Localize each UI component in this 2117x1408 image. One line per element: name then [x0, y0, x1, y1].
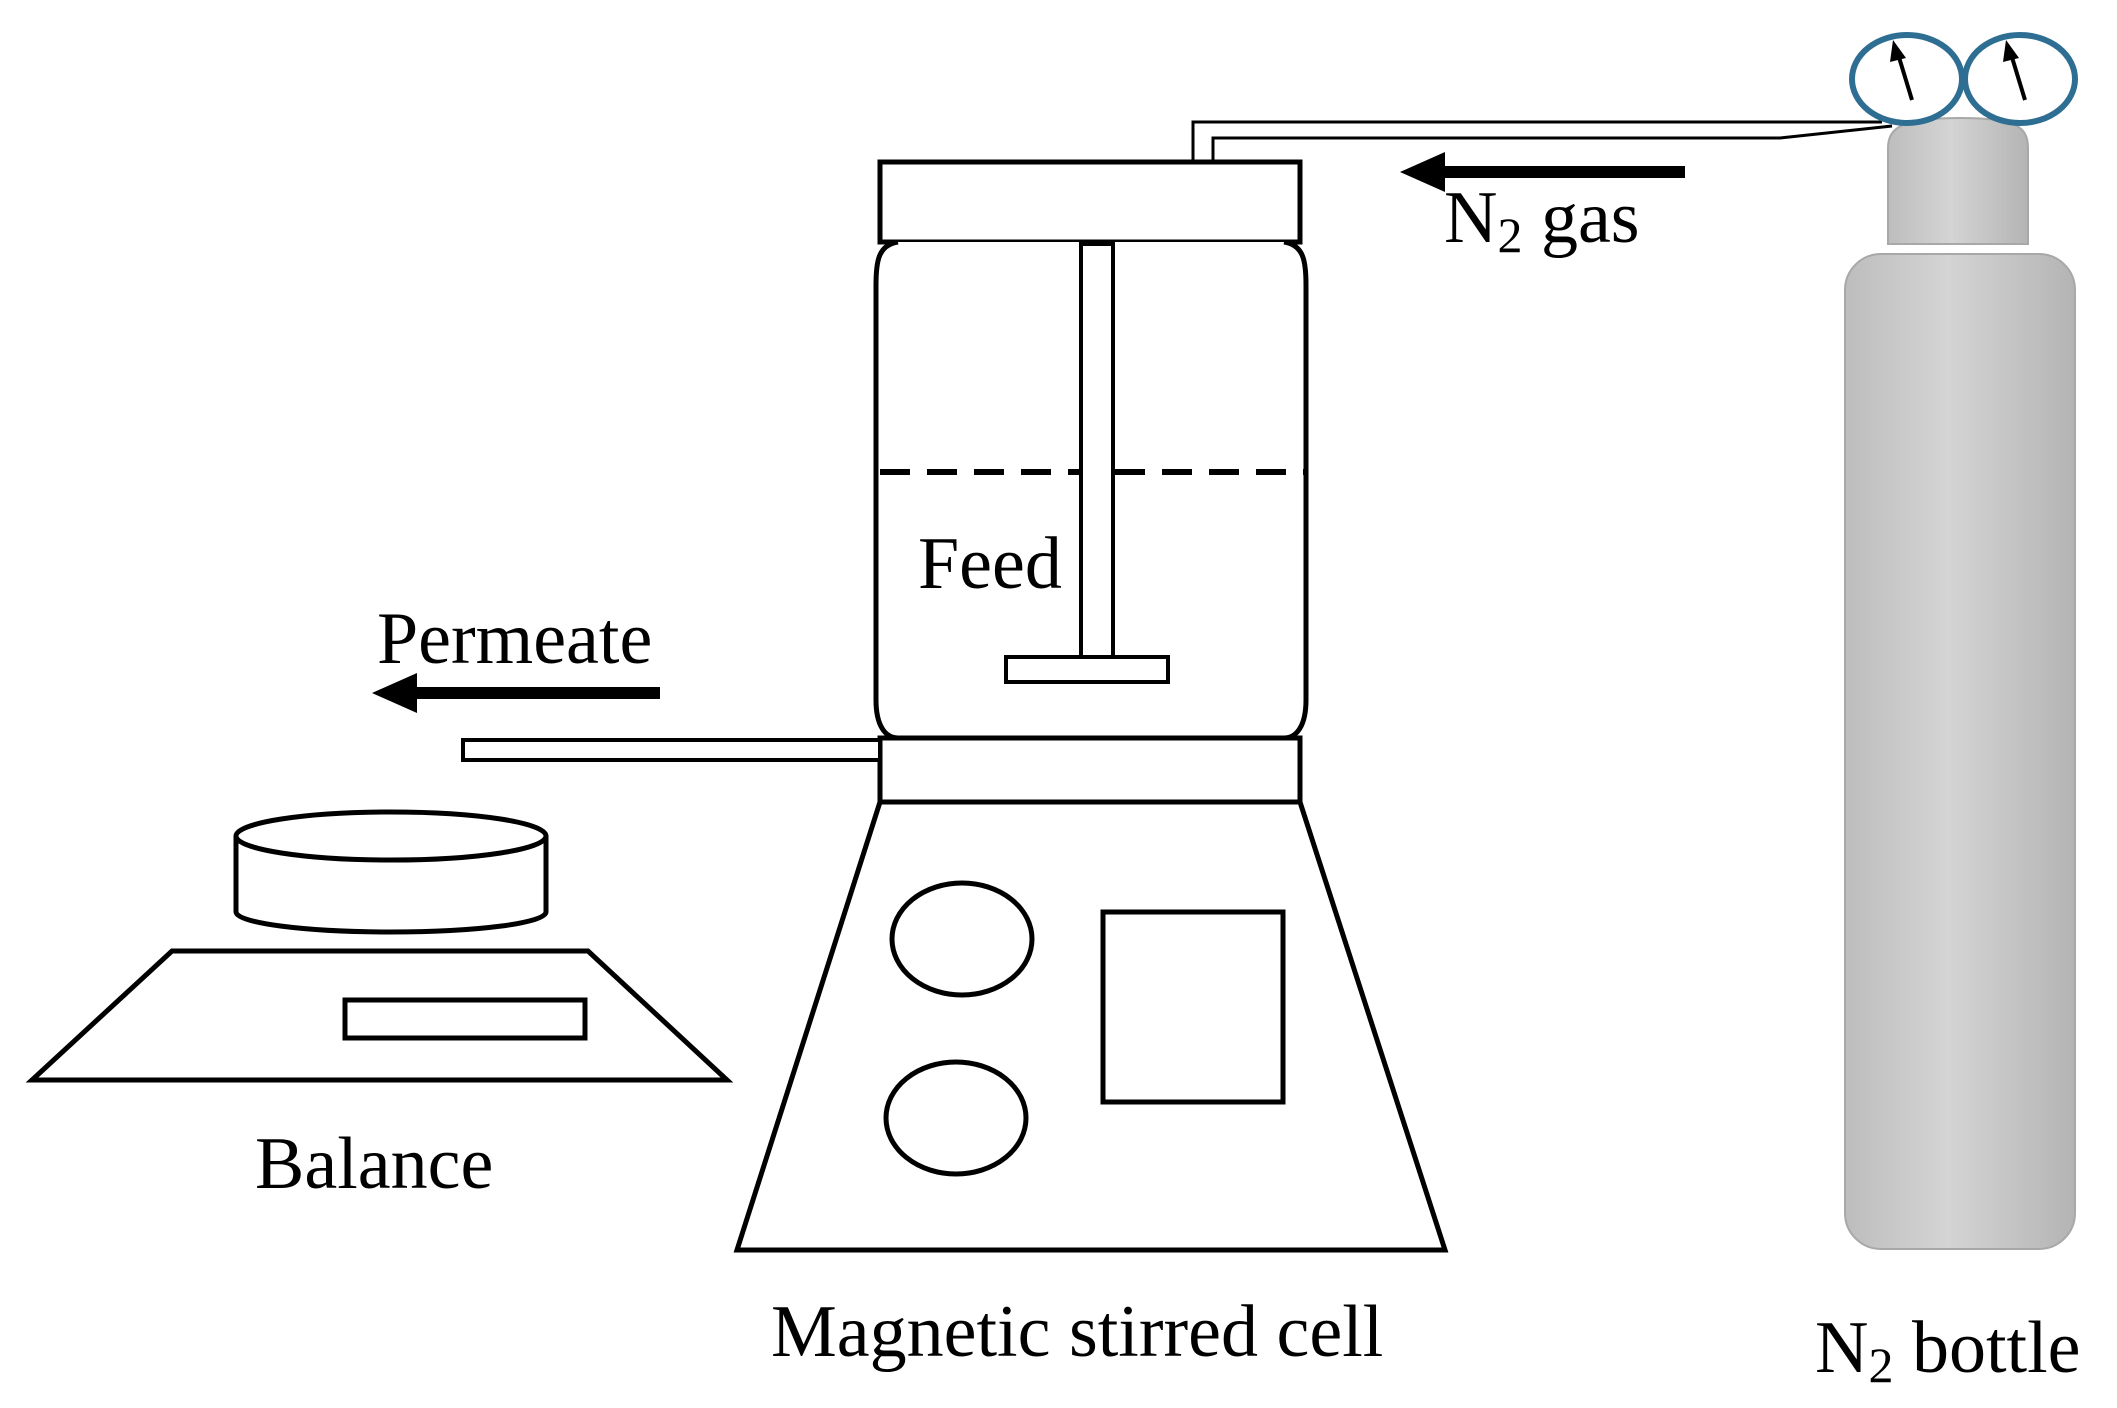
stirrer-paddle — [1004, 655, 1170, 684]
balance-label: Balance — [255, 1123, 493, 1205]
permeate-label: Permeate — [377, 598, 652, 680]
feed-label: Feed — [918, 523, 1062, 605]
gas-tube — [1191, 120, 1893, 165]
stirrer-plate — [733, 799, 1449, 1253]
collection-dish-rim — [233, 809, 549, 863]
stirrer-knob-bottom — [883, 1059, 1029, 1177]
cell-base-band — [877, 735, 1303, 805]
pressure-gauge-right — [1962, 32, 2078, 126]
stirred-cell — [733, 159, 1449, 1253]
magnetic-stirred-cell-label: Magnetic stirred cell — [771, 1291, 1383, 1373]
bottle-cylinder — [1844, 253, 2076, 1250]
stirrer-display — [1100, 909, 1286, 1105]
balance — [25, 809, 734, 1083]
pressure-gauge-left — [1849, 32, 1965, 126]
permeate-arrow — [372, 673, 660, 713]
n2-gas-label: N2 gas — [1444, 177, 1640, 263]
balance-display — [342, 997, 588, 1041]
stirrer-knob-top — [889, 880, 1035, 998]
stirrer-shaft — [1079, 242, 1115, 664]
bottle-valve — [1887, 116, 2029, 245]
collection-dish — [233, 836, 549, 935]
permeate-tube — [461, 738, 882, 762]
n2-gas-arrow — [1400, 152, 1685, 192]
n2-bottle — [1844, 32, 2078, 1250]
n2-bottle-label: N2 bottle — [1815, 1307, 2080, 1393]
cell-lid — [877, 159, 1303, 245]
